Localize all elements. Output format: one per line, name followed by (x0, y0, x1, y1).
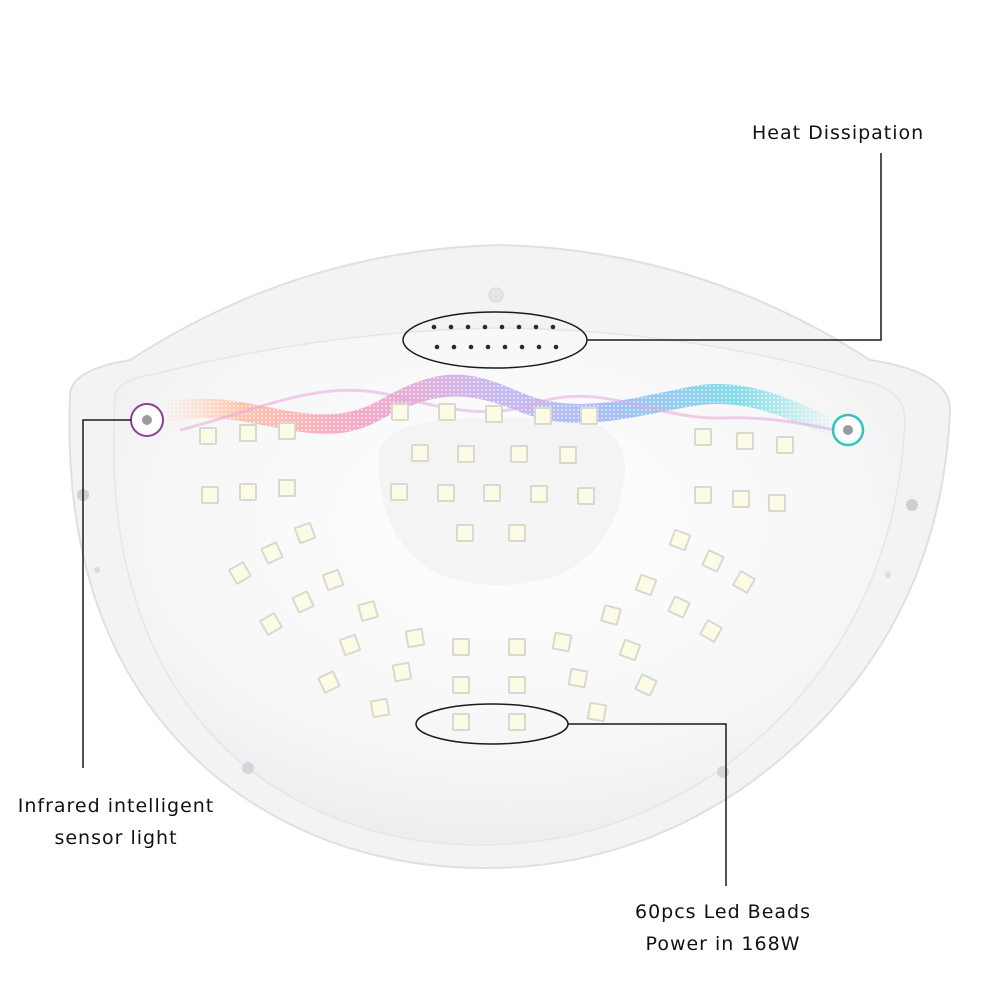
led-bead (559, 446, 577, 464)
led-bead (694, 428, 712, 446)
led-bead (338, 633, 362, 657)
led-bead (321, 568, 345, 592)
led-bead (259, 612, 283, 636)
vent-hole (451, 344, 457, 350)
led-bead (369, 697, 391, 719)
led-bead (483, 484, 501, 502)
led-bead (508, 638, 526, 656)
heat-callout-line (587, 153, 882, 341)
vent-hole (485, 344, 491, 350)
led-bead (699, 619, 723, 643)
led-bead (551, 631, 573, 653)
vent-hole (431, 324, 437, 330)
sensor-label-line2: sensor light (54, 827, 178, 849)
led-bead (508, 713, 526, 731)
led-bead (567, 667, 589, 689)
led-bead (618, 638, 642, 662)
vent-hole (465, 324, 471, 330)
led-bead (667, 595, 691, 619)
sensor-label-line1: Infrared intelligent (17, 795, 215, 817)
vent-hole (434, 344, 440, 350)
sensor-window-icon (130, 403, 164, 437)
vent-hole (502, 344, 508, 350)
led-bead (534, 407, 552, 425)
lamp-inner-plate (112, 327, 906, 846)
led-bead (776, 436, 794, 454)
led-bead (391, 661, 413, 683)
vent-hole (536, 344, 542, 350)
led-bead (239, 424, 257, 442)
vent-hole (482, 324, 488, 330)
led-bead (634, 673, 658, 697)
vent-holes-icon (431, 324, 559, 350)
led-bead (457, 445, 475, 463)
led-bead (634, 573, 658, 597)
vent-hole (550, 324, 556, 330)
led-bead (668, 528, 692, 552)
vent-hole (468, 344, 474, 350)
heat-dissipation-label: Heat Dissipation (752, 117, 924, 149)
led-bead (732, 490, 750, 508)
callout-lines (82, 153, 882, 886)
led-bead (293, 521, 317, 545)
led-bead (260, 541, 284, 565)
led-bead (732, 570, 756, 594)
led-bead (580, 407, 598, 425)
vent-hole (516, 324, 522, 330)
sensor-callout-line (82, 419, 131, 768)
light-wave-decoration (160, 374, 840, 438)
vent-hole (519, 344, 525, 350)
vent-hole (553, 344, 559, 350)
led-bead (390, 483, 408, 501)
beads-label-line1: 60pcs Led Beads (635, 901, 811, 923)
led-bead (391, 403, 409, 421)
led-beads-label: 60pcs Led Beads Power in 168W (630, 896, 816, 960)
led-bead (278, 479, 296, 497)
led-bead (404, 627, 426, 649)
led-bead (291, 590, 315, 614)
led-bead (228, 561, 252, 585)
led-bead (456, 524, 474, 542)
led-bead (508, 676, 526, 694)
led-bead (586, 701, 608, 723)
led-bead (317, 670, 341, 694)
vent-hole (448, 324, 454, 330)
led-bead (530, 485, 548, 503)
heat-dissipation-text: Heat Dissipation (752, 122, 925, 144)
led-bead (600, 604, 622, 626)
sensor-light-label: Infrared intelligent sensor light (8, 790, 224, 854)
beads-callout-line (568, 723, 727, 886)
led-bead (357, 600, 379, 622)
led-bead (199, 427, 217, 445)
led-bead (452, 713, 470, 731)
led-bead (694, 486, 712, 504)
led-bead (577, 487, 595, 505)
led-bead (438, 403, 456, 421)
beads-label-line2: Power in 168W (645, 933, 801, 955)
led-bead (411, 444, 429, 462)
led-bead (768, 494, 786, 512)
led-bead (510, 445, 528, 463)
led-bead (239, 483, 257, 501)
vent-hole (499, 324, 505, 330)
led-bead (736, 432, 754, 450)
led-bead (508, 524, 526, 542)
sensor-window-icon (831, 413, 865, 447)
led-bead (201, 486, 219, 504)
led-bead (701, 549, 725, 573)
led-bead (485, 405, 503, 423)
led-beads (199, 403, 794, 731)
vent-hole (533, 324, 539, 330)
led-bead (452, 638, 470, 656)
led-bead (278, 422, 296, 440)
led-bead (437, 484, 455, 502)
led-bead (452, 676, 470, 694)
top-button (488, 287, 504, 303)
